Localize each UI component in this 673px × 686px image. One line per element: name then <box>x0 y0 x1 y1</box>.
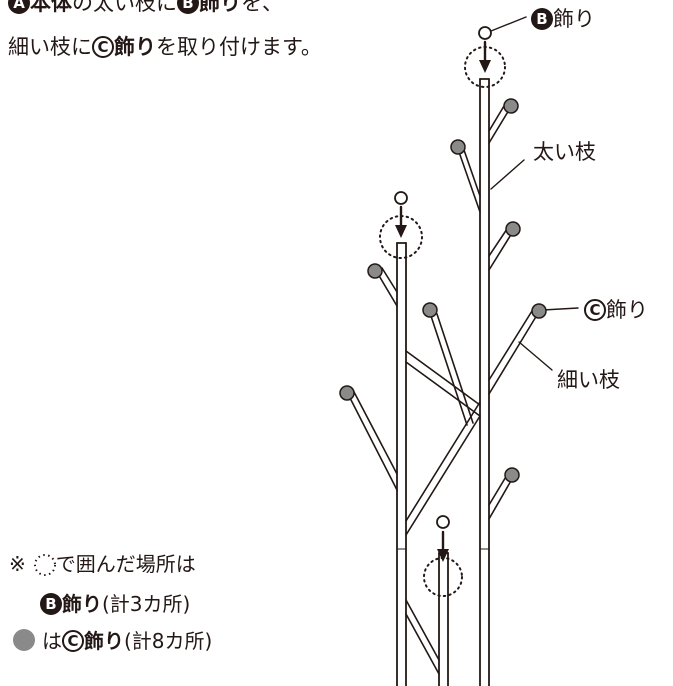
part-c-label: 飾り <box>114 35 156 59</box>
tall-pole <box>479 78 490 686</box>
note-b-count: (計3カ所) <box>102 592 191 616</box>
c-ornament-6 <box>531 303 547 319</box>
c-ornament-1 <box>503 98 519 114</box>
note-line-3-text: は <box>42 629 62 653</box>
note-dotted-circle-icon <box>34 554 56 576</box>
short-pole <box>438 552 449 686</box>
b-ornament-top <box>478 26 492 40</box>
note-b-label: 飾り <box>62 592 102 616</box>
note-c-mark: C <box>62 630 84 652</box>
c-ornament-2 <box>450 139 466 155</box>
b-ornament-bottom <box>436 515 450 529</box>
dotted-circles <box>379 46 506 597</box>
c-ornament-7 <box>339 385 355 401</box>
mark-c-badge: C <box>92 36 114 58</box>
mark-b-badge: B <box>177 0 199 14</box>
b-ornament-middle <box>394 191 408 205</box>
callout-thin-branch: 細い枝 <box>557 370 620 391</box>
instruction-line-1-text-1: の太い枝に <box>72 0 177 15</box>
part-b-label: 飾り <box>199 0 241 15</box>
dotted-circle-bottom <box>423 557 463 597</box>
b-ornaments <box>394 26 492 529</box>
middle-pole <box>396 242 407 686</box>
note-prefix: ※ <box>9 552 26 576</box>
c-ornament-8 <box>504 467 520 483</box>
arrow-heads <box>395 60 491 562</box>
instruction-line-2-text-2: を取り付けます。 <box>156 35 322 59</box>
thin-branches <box>348 105 538 675</box>
callout-c-mark: C <box>584 299 606 321</box>
callout-c-label: 飾り <box>606 298 648 322</box>
note-gray-ball-icon <box>13 629 35 651</box>
note-line-1: ※ で囲んだ場所は <box>9 554 196 574</box>
c-ornament-4 <box>367 263 383 279</box>
instruction-line-2-text-1: 細い枝に <box>8 35 92 59</box>
mark-a-badge: A <box>8 0 30 14</box>
leader-lines <box>490 16 579 371</box>
callout-thick-branch: 太い枝 <box>533 142 596 163</box>
note-c-count: (計8カ所) <box>124 629 213 653</box>
instruction-line-1-text-2: を、 <box>241 0 283 15</box>
arrows <box>399 40 487 553</box>
part-a-label: 本体 <box>30 0 72 15</box>
note-b-mark: B <box>40 593 62 615</box>
note-c-label: 飾り <box>84 629 124 653</box>
callout-thick-branch-label: 太い枝 <box>533 140 596 164</box>
note-line-1-text: で囲んだ場所は <box>55 552 196 576</box>
callout-thin-branch-label: 細い枝 <box>557 368 620 392</box>
c-ornament-5 <box>422 302 438 318</box>
callout-b-label: 飾り <box>553 7 595 31</box>
callout-b-mark: B <box>531 8 553 30</box>
c-ornament-3 <box>505 221 521 237</box>
c-ornaments <box>339 98 547 483</box>
